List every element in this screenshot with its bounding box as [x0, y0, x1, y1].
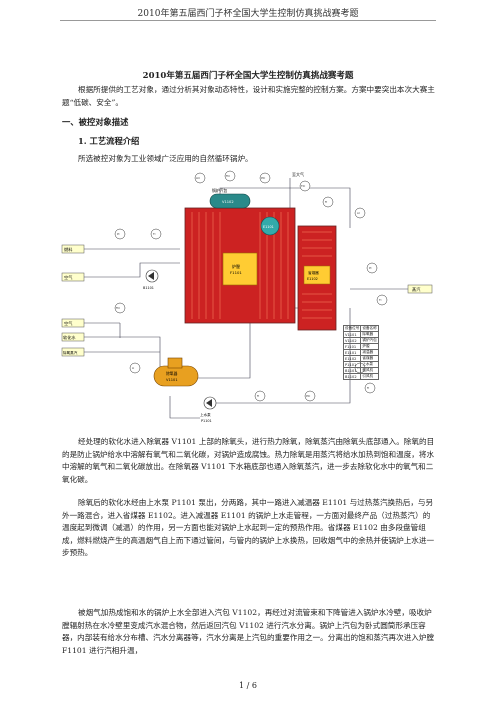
inlet-label: 除氧蒸汽: [63, 350, 78, 355]
outlet-label: 蒸汽: [412, 286, 421, 293]
deaerator-V1101: 除氧器 V1101: [153, 357, 199, 387]
inlet-air-1: 空气: [61, 272, 85, 282]
inlet-label: 空气: [64, 320, 73, 326]
economizer-label: 省煤器: [308, 270, 319, 275]
deaerator-label: 除氧器: [166, 371, 178, 376]
svg-text:FIC: FIC: [116, 306, 120, 310]
desuperheater-E1101: E1101: [260, 216, 280, 236]
section-heading-1: 一、被控对象描述: [62, 117, 129, 127]
furnace-code: F1101: [230, 270, 242, 275]
svg-text:LI: LI: [132, 366, 134, 370]
svg-text:FIC: FIC: [226, 174, 230, 178]
stack-label: 至大气: [292, 171, 304, 177]
object-description: 所选被控对象为工业领域广泛应用的自然循环锅炉。: [78, 154, 253, 163]
drum-label: 锅炉汽包: [212, 188, 227, 193]
inlet-air-2: 空气: [61, 318, 85, 328]
instrument-bubbles: [114, 170, 388, 402]
svg-text:TI: TI: [379, 298, 382, 302]
svg-text:PIC: PIC: [306, 394, 310, 398]
inlet-label: 燃料: [64, 246, 73, 253]
body-paragraph-1: 经处理的软化水进入除氧器 V1101 上部的除氧头，进行热力除氧，除氧蒸汽由除氧…: [62, 437, 435, 484]
svg-text:FI: FI: [325, 200, 327, 204]
pump-label: 上水泵: [200, 412, 211, 417]
svg-text:FI: FI: [367, 386, 369, 390]
svg-text:TIC: TIC: [301, 184, 305, 188]
drum-code: V1102: [222, 200, 234, 204]
page-number: 1 / 6: [239, 681, 257, 690]
section-heading-1-1: 1. 工艺流程介绍: [78, 136, 140, 146]
desuperheater-code: E1101: [263, 225, 274, 229]
body-paragraph-3: 被烟气加热成饱和水的锅炉上水全部进入汽包 V1102，再经过对流管束和下降管进入…: [62, 608, 435, 655]
inlet-soft-water: 软化水: [61, 332, 85, 342]
pump-P1101: 上水泵 P1101: [200, 396, 217, 423]
outlet-steam: 蒸汽: [407, 284, 433, 294]
inlet-label: 软化水: [63, 334, 76, 341]
svg-text:TI: TI: [153, 232, 156, 236]
pump-code: P1101: [201, 419, 212, 423]
blower-code: B1101: [143, 286, 154, 290]
svg-text:PI: PI: [117, 232, 120, 236]
svg-text:LIC: LIC: [196, 176, 200, 180]
header-rule: [60, 20, 436, 21]
running-header: 2010年第五届西门子杯全国大学生控制仿真挑战赛考题: [137, 9, 359, 19]
svg-text:PIC: PIC: [261, 176, 265, 180]
blower-B1101: B1101: [143, 269, 159, 290]
svg-text:FI: FI: [257, 394, 259, 398]
furnace-label: 炉膛: [232, 263, 240, 269]
economizer-code: E1102: [307, 277, 318, 281]
svg-text:PI: PI: [369, 266, 372, 270]
svg-text:AI: AI: [357, 211, 360, 215]
document-title: 2010年第五届西门子杯全国大学生控制仿真挑战赛考题: [142, 71, 354, 81]
inlet-label: 空气: [64, 274, 73, 280]
deaerator-code: V1101: [166, 378, 178, 382]
inlet-fuel: 燃料: [61, 244, 85, 254]
inlet-deaeration-steam: 除氧蒸汽: [61, 347, 85, 357]
body-paragraph-2: 除氧后的软化水经由上水泵 P1101 泵出，分两路，其中一路进入减温器 E110…: [62, 498, 435, 558]
steam-drum-V1102: 锅炉汽包 V1102: [209, 188, 251, 209]
process-flow-diagram: 燃料 空气 空气 软化水 除氧蒸汽 蒸汽: [61, 170, 433, 423]
economizer-E1102: 省煤器 E1102: [297, 225, 337, 331]
intro-paragraph: 根据所提供的工艺对象，通过分析其对象动态特性，设计和实施完整的控制方案。方案中要…: [62, 85, 435, 107]
piping: [84, 178, 408, 419]
